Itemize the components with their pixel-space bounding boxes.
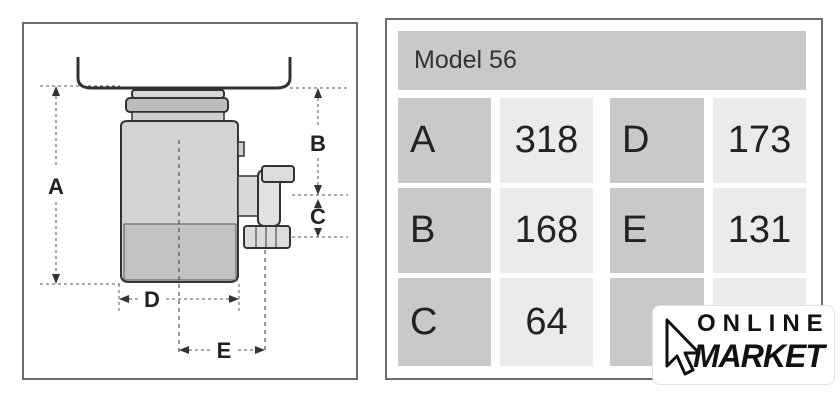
outlet-nut-bottom: [243, 225, 291, 249]
key-c: C: [398, 278, 491, 366]
value-b: 168: [500, 188, 593, 273]
label-c: C: [310, 204, 326, 229]
key-a: A: [398, 98, 491, 183]
dimension-c: [292, 199, 348, 238]
dimension-b: [290, 87, 348, 196]
dimension-a: [40, 85, 120, 285]
online-market-logo[interactable]: ONLINE MARKET: [652, 305, 835, 385]
label-d: D: [144, 287, 160, 312]
key-b: B: [398, 188, 491, 273]
label-b: B: [310, 131, 326, 156]
logo-line-online: ONLINE: [697, 310, 830, 337]
value-d: 173: [713, 98, 806, 183]
label-a: A: [48, 174, 64, 199]
dimension-d: [118, 284, 240, 312]
value-e: 131: [713, 188, 806, 273]
mounting-ring: [125, 97, 229, 113]
key-e: E: [610, 188, 704, 273]
label-e: E: [217, 338, 232, 363]
sink-basin: [76, 57, 292, 90]
logo-line-market: MARKET: [693, 338, 825, 374]
key-d: D: [610, 98, 704, 183]
reset-button: [237, 141, 245, 157]
motor-housing: [123, 223, 237, 281]
outlet-nut-top: [261, 165, 295, 183]
value-c: 64: [500, 278, 593, 366]
dimension-e: [179, 346, 265, 354]
mounting-flange: [131, 89, 225, 99]
cursor-icon: [665, 318, 701, 376]
model-title: Model 56: [398, 31, 806, 90]
value-a: 318: [500, 98, 593, 183]
